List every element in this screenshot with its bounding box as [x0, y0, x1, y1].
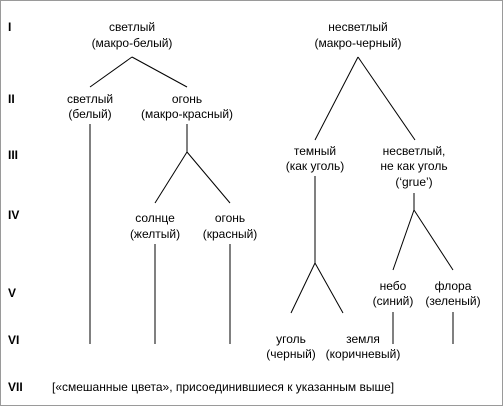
node-line: светлый: [109, 20, 155, 34]
stage-label-3: III: [8, 148, 18, 162]
edge-grue-to-flora: [413, 209, 454, 271]
node-line: (синий): [373, 294, 414, 308]
stage-label-4: IV: [8, 208, 19, 222]
node-line: огонь: [172, 92, 202, 106]
stage-label-7: VII: [8, 380, 23, 394]
node-line: (макро-черный): [314, 36, 401, 50]
footer-note: [«смешанные цвета», присоединившиеся к у…: [52, 380, 395, 394]
edge-light-macro-to-light: [89, 56, 133, 88]
node-dark-like-coal: темный (как уголь): [286, 144, 345, 173]
node-line: земля: [346, 332, 380, 346]
node-line: (как уголь): [286, 159, 345, 173]
node-line: уголь: [276, 332, 306, 346]
node-light-macro-white: светлый (макро-белый): [92, 20, 173, 50]
node-line: темный: [294, 144, 336, 158]
node-coal-black: уголь (черный): [266, 332, 316, 361]
stage-label-1: I: [8, 20, 11, 34]
edge-fire-macro-to-sun: [154, 151, 188, 204]
stage-label-6: VI: [8, 333, 19, 347]
edge-fire-macro-to-fire: [186, 151, 231, 204]
edge-dark-to-earth: [314, 262, 344, 314]
node-sky-blue: небо (синий): [373, 279, 414, 308]
node-line: (зеленый): [425, 294, 480, 308]
node-line: (красный): [203, 227, 258, 241]
node-line: флора: [435, 279, 472, 293]
node-line: светлый: [67, 92, 113, 106]
edge-nonlight-macro-to-dark: [314, 56, 359, 141]
edge-grue-to-sky: [392, 209, 415, 271]
node-line: небо: [380, 279, 407, 293]
node-line: огонь: [215, 211, 245, 225]
edge-light-macro-to-fire-macro: [131, 56, 188, 88]
node-flora-green: флора (зеленый): [425, 279, 480, 308]
edge-nonlight-macro-to-grue: [357, 56, 416, 141]
node-nonlight-macro-black: несветлый (макро-черный): [314, 20, 401, 50]
node-earth-brown: земля (коричневый): [326, 332, 401, 361]
stage-label-2: II: [8, 92, 15, 106]
node-line: (макро-белый): [92, 36, 173, 50]
node-line: (желтый): [130, 227, 180, 241]
node-nonlight-grue: несветлый, не как уголь (‘grue’): [380, 144, 447, 189]
node-fire-macro-red: огонь (макро-красный): [141, 92, 233, 121]
node-line: солнце: [135, 211, 175, 225]
node-line: (коричневый): [326, 347, 401, 361]
stage-label-5: V: [8, 286, 16, 300]
node-line: (белый): [68, 107, 111, 121]
node-line: несветлый: [328, 20, 387, 34]
node-line: (черный): [266, 347, 316, 361]
node-line: несветлый,: [383, 144, 446, 158]
tree-edges: [89, 56, 454, 344]
node-line: (макро-красный): [141, 107, 233, 121]
node-line: (‘grue’): [395, 175, 432, 189]
node-line: не как уголь: [380, 159, 447, 173]
node-light-white: светлый (белый): [67, 92, 113, 121]
edge-dark-to-coal: [290, 262, 316, 314]
node-sun-yellow: солнце (желтый): [130, 211, 180, 241]
node-fire-red: огонь (красный): [203, 211, 258, 241]
